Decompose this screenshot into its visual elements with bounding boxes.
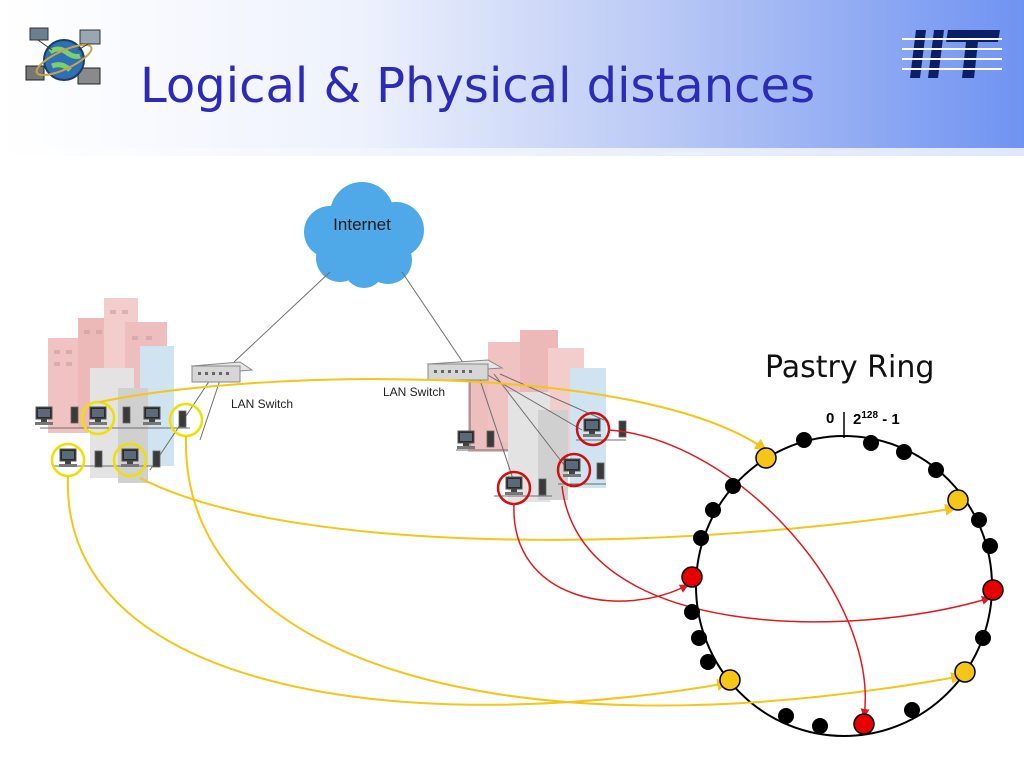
- ring-node-black: [778, 708, 794, 724]
- ring-max-suffix: - 1: [878, 411, 900, 428]
- ring-node-black: [684, 604, 700, 620]
- ring-nodes: [681, 432, 1004, 735]
- lan-switch-right: [426, 359, 504, 381]
- ring-node-red: [681, 566, 703, 588]
- ring-node-black: [928, 462, 944, 478]
- globe-network-icon: [25, 27, 101, 85]
- internet-cloud: [304, 182, 424, 288]
- red-links: [513, 429, 991, 718]
- ring-node-black: [904, 702, 920, 718]
- ring-max-base: 2: [853, 411, 862, 428]
- network-diagram: Internet LAN Switch: [34, 182, 1004, 737]
- ring-max-label: 2128 - 1: [853, 410, 900, 428]
- lan-switch-left: [190, 361, 254, 383]
- ring-node-black: [975, 630, 991, 646]
- header-gradient: [0, 0, 1024, 148]
- ring-node-black: [896, 444, 912, 460]
- ring-node-black: [796, 432, 812, 448]
- ring-node-black: [812, 718, 828, 734]
- switch-right-label: LAN Switch: [383, 385, 445, 399]
- page-title: Logical & Physical distances: [140, 58, 816, 114]
- switch-left-label: LAN Switch: [231, 397, 293, 411]
- ring-node-black: [700, 654, 716, 670]
- ring-max-exponent: 128: [861, 410, 879, 421]
- ring-node-yellow: [954, 661, 976, 683]
- iit-logo: [902, 30, 1002, 78]
- ring-node-yellow: [755, 447, 777, 469]
- ring-zero-label: 0: [826, 410, 835, 427]
- pastry-ring-title: Pastry Ring: [765, 350, 935, 385]
- ring-node-black: [705, 502, 721, 518]
- ring-node-black: [691, 630, 707, 646]
- ring-node-black: [982, 538, 998, 554]
- ring-node-red: [853, 713, 875, 735]
- header-band: [0, 148, 1024, 156]
- ring-node-yellow: [947, 489, 969, 511]
- ring-node-black: [725, 478, 741, 494]
- ring-node-yellow: [719, 669, 741, 691]
- yellow-links: [66, 378, 964, 707]
- pastry-ring: [695, 435, 993, 737]
- ring-node-red: [982, 579, 1004, 601]
- ring-node-black: [863, 435, 879, 451]
- ring-node-black: [971, 512, 987, 528]
- ring-node-black: [693, 530, 709, 546]
- internet-label: Internet: [333, 215, 391, 234]
